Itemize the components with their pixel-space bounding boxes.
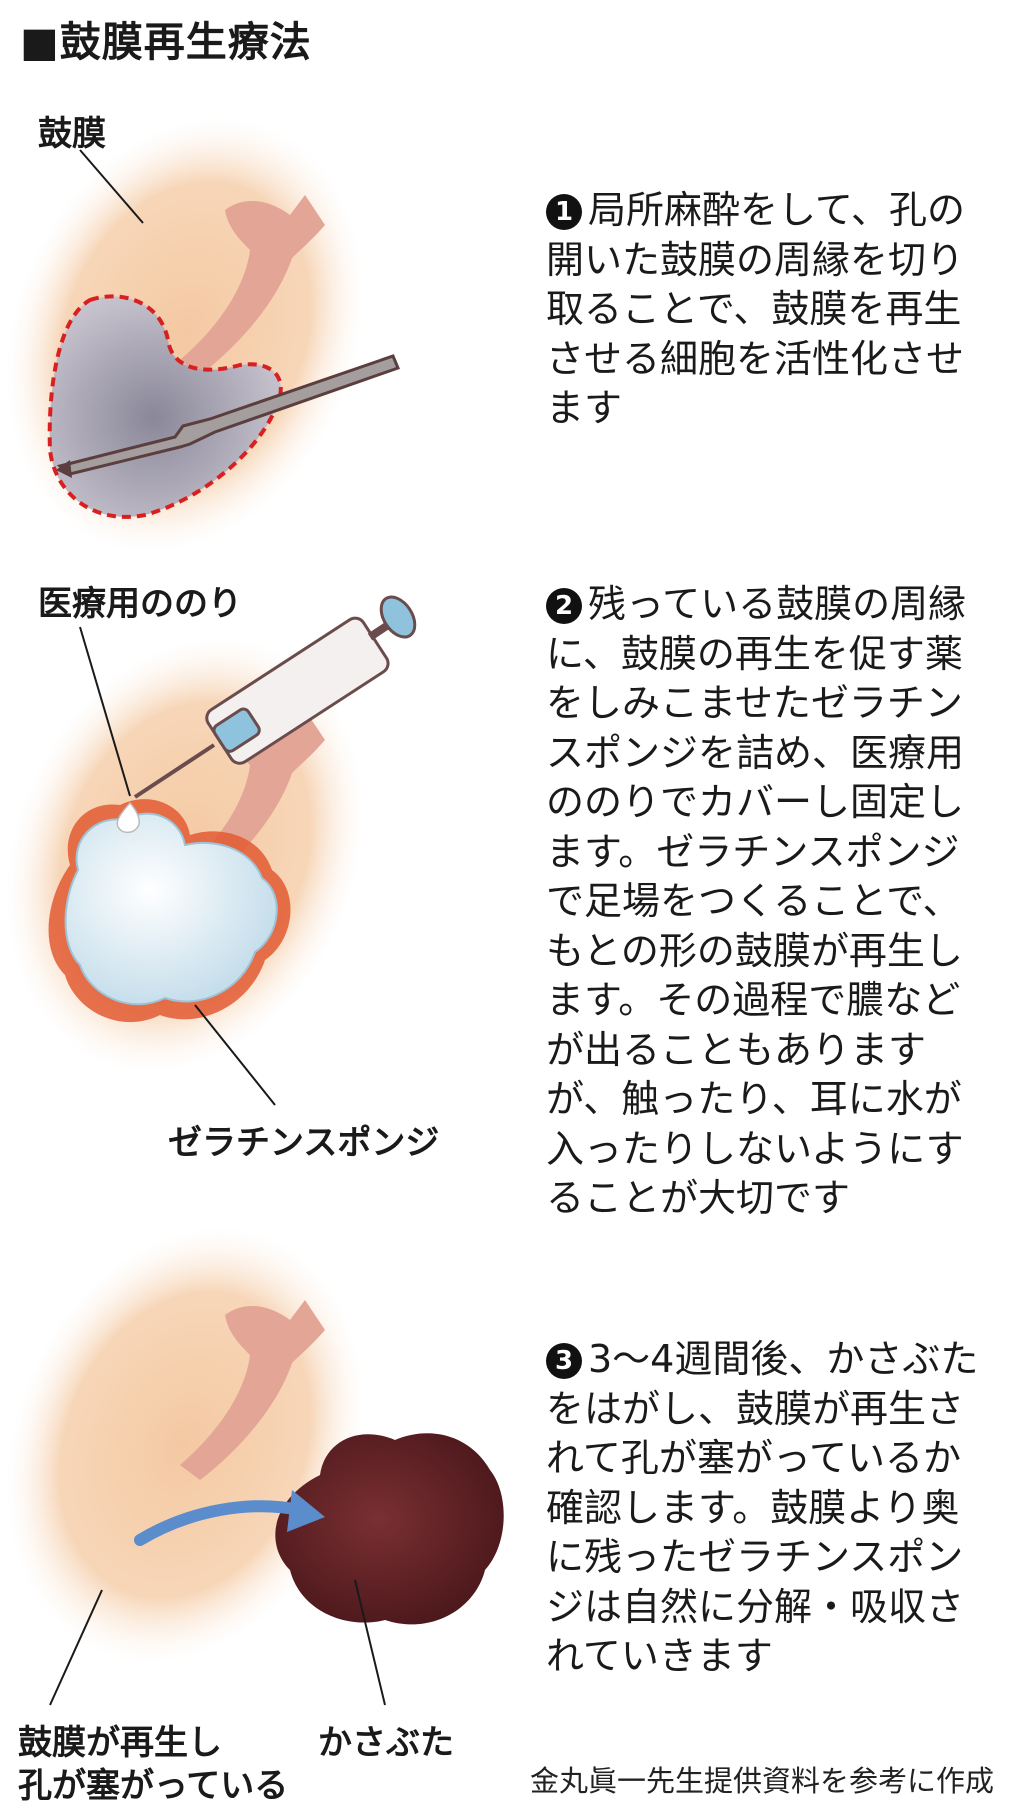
scab-shape bbox=[275, 1433, 504, 1625]
scalpel-tool bbox=[56, 354, 400, 478]
eardrum-panel-2 bbox=[6, 595, 417, 1106]
syringe bbox=[116, 595, 417, 834]
ossicle-shape-3 bbox=[180, 1300, 325, 1480]
label-eardrum: 鼓膜 bbox=[38, 114, 106, 154]
step-3-text: 3〜4週間後、かさぶたをはがし、鼓膜が再生されて孔が塞がっているか確認します。鼓… bbox=[546, 1337, 979, 1678]
glue-drop bbox=[116, 801, 140, 834]
ossicle-shape bbox=[180, 195, 325, 375]
leader-line-glue bbox=[79, 626, 131, 797]
leader-line-scab bbox=[354, 1579, 386, 1706]
source-credit: 金丸眞一先生提供資料を参考に作成 bbox=[529, 1764, 994, 1798]
label-scab: かさぶた bbox=[318, 1723, 454, 1763]
step-number-3: 3 bbox=[546, 1343, 582, 1379]
page-title: ■鼓膜再生療法 bbox=[20, 18, 312, 66]
label-hole-closed: 孔が塞がっている bbox=[18, 1766, 289, 1806]
label-medical-glue: 医療用ののり bbox=[38, 584, 242, 624]
step-number-1: 1 bbox=[546, 194, 582, 230]
step-number-2: 2 bbox=[546, 588, 582, 624]
step-1-text: 局所麻酔をして、孔の開いた鼓膜の周縁を切り取ることで、鼓膜を再生させる細胞を活性… bbox=[546, 188, 965, 430]
eardrum-panel-1 bbox=[6, 116, 400, 554]
removal-arrow bbox=[134, 1500, 306, 1546]
leader-line-regenerated bbox=[49, 1589, 103, 1706]
label-gelatin-sponge: ゼラチンスポンジ bbox=[168, 1123, 440, 1163]
eardrum-panel-3 bbox=[6, 1226, 504, 1706]
leader-line-sponge bbox=[194, 1004, 276, 1106]
leader-line-eardrum bbox=[79, 149, 144, 224]
step-2-text: 残っている鼓膜の周縁に、鼓膜の再生を促す薬をしみこませたゼラチンスポンジを詰め、… bbox=[546, 582, 967, 1220]
label-regenerated: 鼓膜が再生し bbox=[18, 1723, 222, 1763]
